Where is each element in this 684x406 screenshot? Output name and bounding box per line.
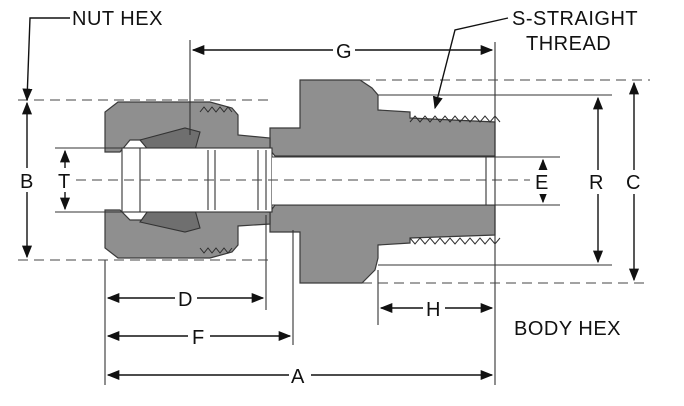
nut-hex-label: NUT HEX: [72, 8, 163, 30]
dim-g-label: G: [336, 41, 352, 63]
thread-label: THREAD: [526, 33, 611, 55]
s-straight-label: S-STRAIGHT: [512, 8, 638, 30]
leaders: [22, 17, 509, 110]
nut: [104, 101, 271, 259]
dim-c-label: C: [626, 172, 641, 194]
threads: [199, 106, 501, 254]
dim-b-label: B: [20, 171, 34, 193]
dim-a-label: A: [291, 366, 305, 388]
extension-lines: [18, 40, 650, 385]
dim-r-label: R: [589, 172, 604, 194]
dim-f-label: F: [192, 327, 205, 349]
dim-h-label: H: [426, 299, 441, 321]
dim-d-label: D: [178, 289, 193, 311]
body-hex-label: BODY HEX: [514, 318, 621, 340]
dim-t-label: T: [58, 171, 71, 193]
dim-e-label: E: [535, 172, 549, 194]
